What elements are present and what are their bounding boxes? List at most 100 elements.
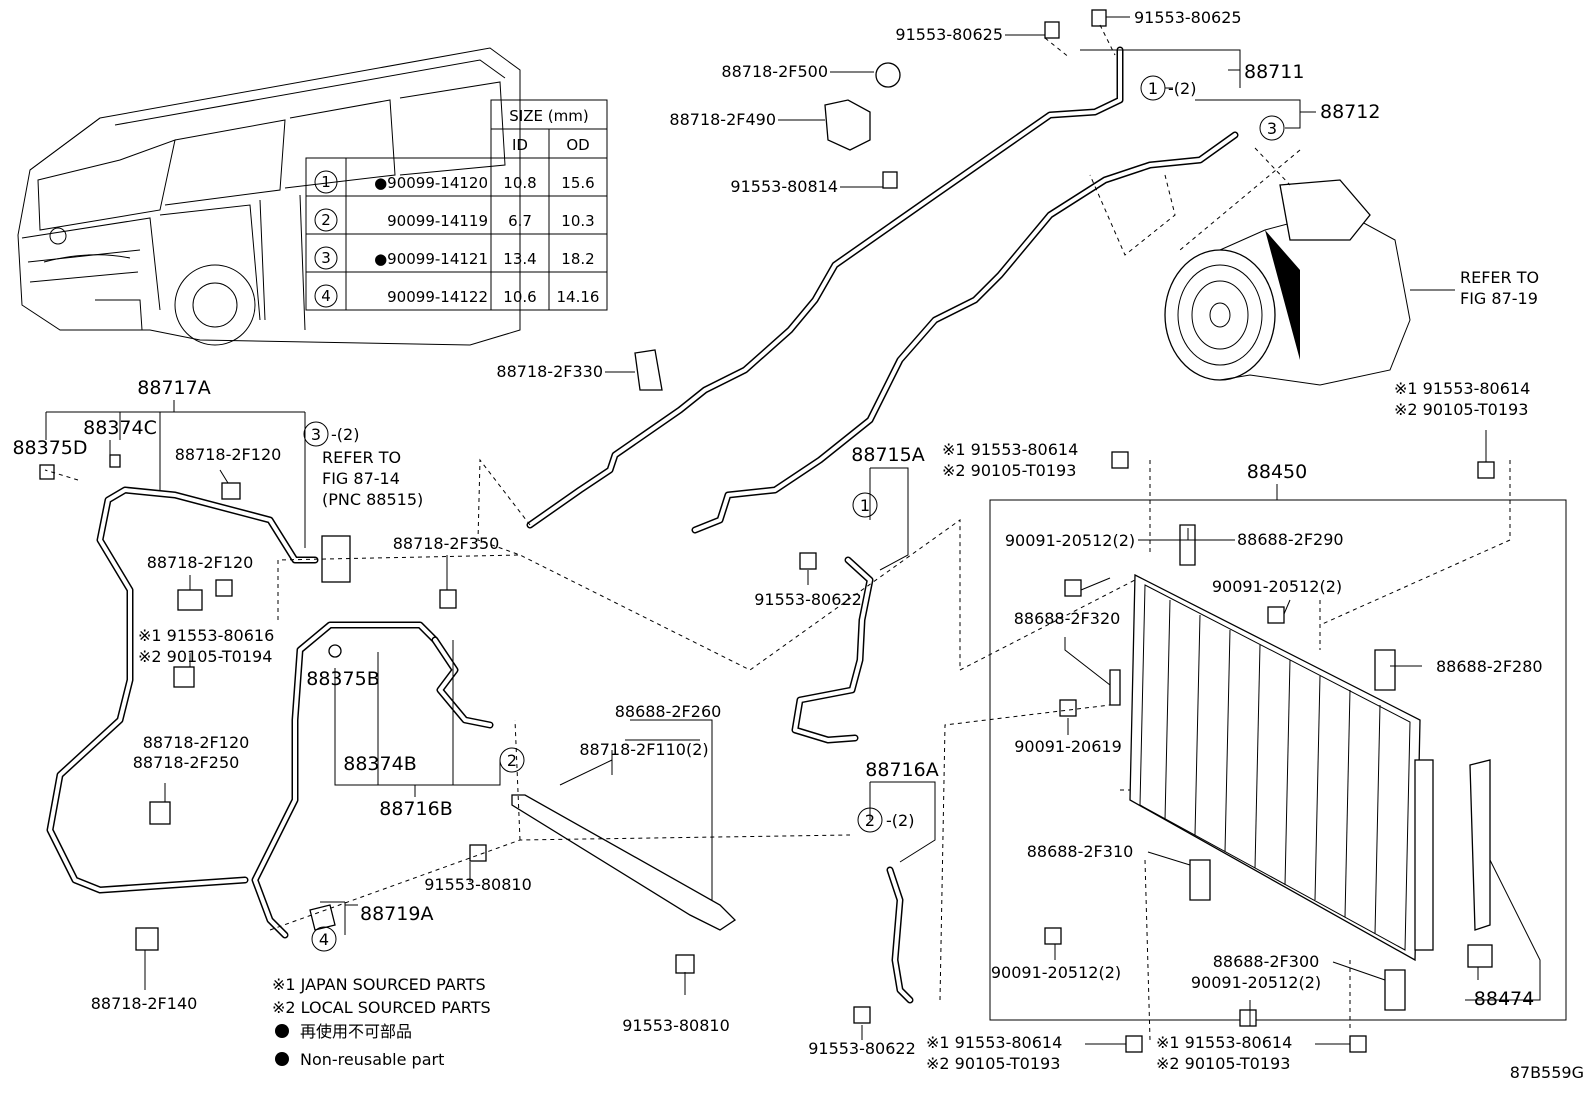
label-88474: 88474 bbox=[1474, 988, 1534, 1010]
table-row-2-ref: 2 bbox=[321, 211, 331, 229]
label-88688-2f320: 88688-2F320 bbox=[1014, 609, 1121, 628]
callouts: 1 3 3 1 2 2 4 bbox=[303, 75, 1285, 952]
label-88712: 88712 bbox=[1320, 101, 1380, 123]
label-refer-to-compressor: REFER TO bbox=[1460, 268, 1539, 287]
legend-local-sourced: ※2 LOCAL SOURCED PARTS bbox=[272, 998, 491, 1017]
label-88718-2f330: 88718-2F330 bbox=[496, 362, 603, 381]
label-88374b: 88374B bbox=[343, 753, 416, 775]
legend-japan-sourced: ※1 JAPAN SOURCED PARTS bbox=[272, 975, 486, 994]
label-88450: 88450 bbox=[1247, 461, 1307, 483]
label-88711-qty: -(2) bbox=[1168, 79, 1196, 98]
label-88716a: 88716A bbox=[865, 759, 938, 781]
label-90105-t0193-d: ※2 90105-T0193 bbox=[1156, 1054, 1290, 1073]
label-90105-t0193-c: ※2 90105-T0193 bbox=[926, 1054, 1060, 1073]
callout-3-b: 3 bbox=[311, 425, 321, 444]
label-91553-80625-b: 91553-80625 bbox=[1134, 8, 1242, 27]
part-labels: 91553-80625 91553-80625 88718-2F500 8871… bbox=[12, 8, 1542, 1073]
label-fig-87-19: FIG 87-19 bbox=[1460, 289, 1538, 308]
table-row-4-id: 10.6 bbox=[503, 288, 536, 306]
label-88688-2f260: 88688-2F260 bbox=[615, 702, 722, 721]
label-88716a-qty: -(2) bbox=[886, 811, 914, 830]
legend-nonreuse: Non-reusable part bbox=[300, 1050, 444, 1069]
label-90091-20512-d: 90091-20512(2) bbox=[1191, 973, 1321, 992]
table-row-2-part: 90099-14119 bbox=[387, 212, 488, 230]
compressor bbox=[1164, 179, 1455, 386]
label-88718-2f490: 88718-2F490 bbox=[669, 110, 776, 129]
label-91553-80614-d: ※1 91553-80614 bbox=[1156, 1033, 1292, 1052]
table-row-2-id: 6.7 bbox=[508, 212, 532, 230]
table-row-4-od: 14.16 bbox=[557, 288, 600, 306]
label-88718-2f120-b: 88718-2F120 bbox=[147, 553, 254, 572]
condenser bbox=[989, 499, 1567, 1021]
leader-lines bbox=[45, 16, 1541, 1045]
label-88717a: 88717A bbox=[137, 377, 210, 399]
label-91553-80814: 91553-80814 bbox=[730, 177, 838, 196]
label-88688-2f310: 88688-2F310 bbox=[1027, 842, 1134, 861]
legend-nonreuse-jp: 再使用不可部品 bbox=[300, 1022, 412, 1041]
label-91553-80810-b: 91553-80810 bbox=[622, 1016, 730, 1035]
label-88718-2f350: 88718-2F350 bbox=[393, 534, 500, 553]
label-91553-80614-a: ※1 91553-80614 bbox=[1394, 379, 1530, 398]
small-parts bbox=[39, 9, 1495, 1053]
label-88718-2f250: 88718-2F250 bbox=[133, 753, 240, 772]
label-88718-2f500: 88718-2F500 bbox=[721, 62, 828, 81]
label-88711: 88711 bbox=[1244, 61, 1304, 83]
label-88688-2f280: 88688-2F280 bbox=[1436, 657, 1543, 676]
label-91553-80614-b: ※1 91553-80614 bbox=[942, 440, 1078, 459]
label-88719a: 88719A bbox=[360, 903, 433, 925]
table-row-1-ref: 1 bbox=[321, 173, 331, 191]
label-90105-t0193-b: ※2 90105-T0193 bbox=[942, 461, 1076, 480]
receiver-drier bbox=[321, 535, 351, 583]
table-row-3-ref: 3 bbox=[321, 249, 331, 267]
label-fig-87-14: FIG 87-14 bbox=[322, 469, 400, 488]
label-88716b: 88716B bbox=[379, 798, 452, 820]
size-header: SIZE (mm) bbox=[509, 107, 588, 125]
label-88375d: 88375D bbox=[12, 437, 87, 459]
table-row-4-part: 90099-14122 bbox=[387, 288, 488, 306]
label-91553-80614-c: ※1 91553-80614 bbox=[926, 1033, 1062, 1052]
label-88718-2f140: 88718-2F140 bbox=[91, 994, 198, 1013]
label-90091-20512-b: 90091-20512(2) bbox=[1212, 577, 1342, 596]
label-91553-80616: ※1 91553-80616 bbox=[138, 626, 274, 645]
label-receiver-qty: -(2) bbox=[331, 425, 359, 444]
label-90091-20619: 90091-20619 bbox=[1014, 737, 1122, 756]
od-header: OD bbox=[566, 136, 589, 154]
label-90091-20512-a: 90091-20512(2) bbox=[1005, 531, 1135, 550]
label-91553-80810-a: 91553-80810 bbox=[424, 875, 532, 894]
label-88718-2f110: 88718-2F110(2) bbox=[579, 740, 708, 759]
label-88718-2f120-a: 88718-2F120 bbox=[175, 445, 282, 464]
label-90091-20512-c: 90091-20512(2) bbox=[991, 963, 1121, 982]
id-header: ID bbox=[512, 136, 528, 154]
table-row-1-part: ●90099-14120 bbox=[374, 174, 488, 192]
callout-1-b: 1 bbox=[860, 496, 870, 515]
table-row-1-id: 10.8 bbox=[503, 174, 536, 192]
callout-1-a: 1 bbox=[1148, 79, 1158, 98]
callout-3-a: 3 bbox=[1267, 119, 1277, 138]
label-90105-t0194: ※2 90105-T0194 bbox=[138, 647, 272, 666]
label-88715a: 88715A bbox=[851, 444, 924, 466]
dashed-guides bbox=[44, 24, 1511, 1041]
label-88718-2f120-c: 88718-2F120 bbox=[143, 733, 250, 752]
table-row-2-od: 10.3 bbox=[561, 212, 594, 230]
label-88688-2f290: 88688-2F290 bbox=[1237, 530, 1344, 549]
table-row-4-ref: 4 bbox=[321, 287, 331, 305]
label-pnc-88515: (PNC 88515) bbox=[322, 490, 423, 509]
label-91553-80625-a: 91553-80625 bbox=[895, 25, 1003, 44]
bracket-2f260 bbox=[511, 794, 737, 931]
callout-4: 4 bbox=[319, 930, 329, 949]
figure-code: 87B559G bbox=[1510, 1063, 1584, 1082]
table-row-1-od: 15.6 bbox=[561, 174, 594, 192]
table-row-3-od: 18.2 bbox=[561, 250, 594, 268]
label-90105-t0193-a: ※2 90105-T0193 bbox=[1394, 400, 1528, 419]
bullet-icon bbox=[275, 1052, 289, 1066]
label-88374c: 88374C bbox=[83, 417, 157, 439]
van-illustration bbox=[17, 47, 521, 346]
label-91553-80622-a: 91553-80622 bbox=[754, 590, 862, 609]
callout-2-a: 2 bbox=[507, 751, 517, 770]
callout-2-b: 2 bbox=[865, 811, 875, 830]
table-row-3-id: 13.4 bbox=[503, 250, 536, 268]
legend: ※1 JAPAN SOURCED PARTS ※2 LOCAL SOURCED … bbox=[272, 975, 491, 1069]
label-88688-2f300: 88688-2F300 bbox=[1213, 952, 1320, 971]
label-88375b: 88375B bbox=[306, 668, 379, 690]
